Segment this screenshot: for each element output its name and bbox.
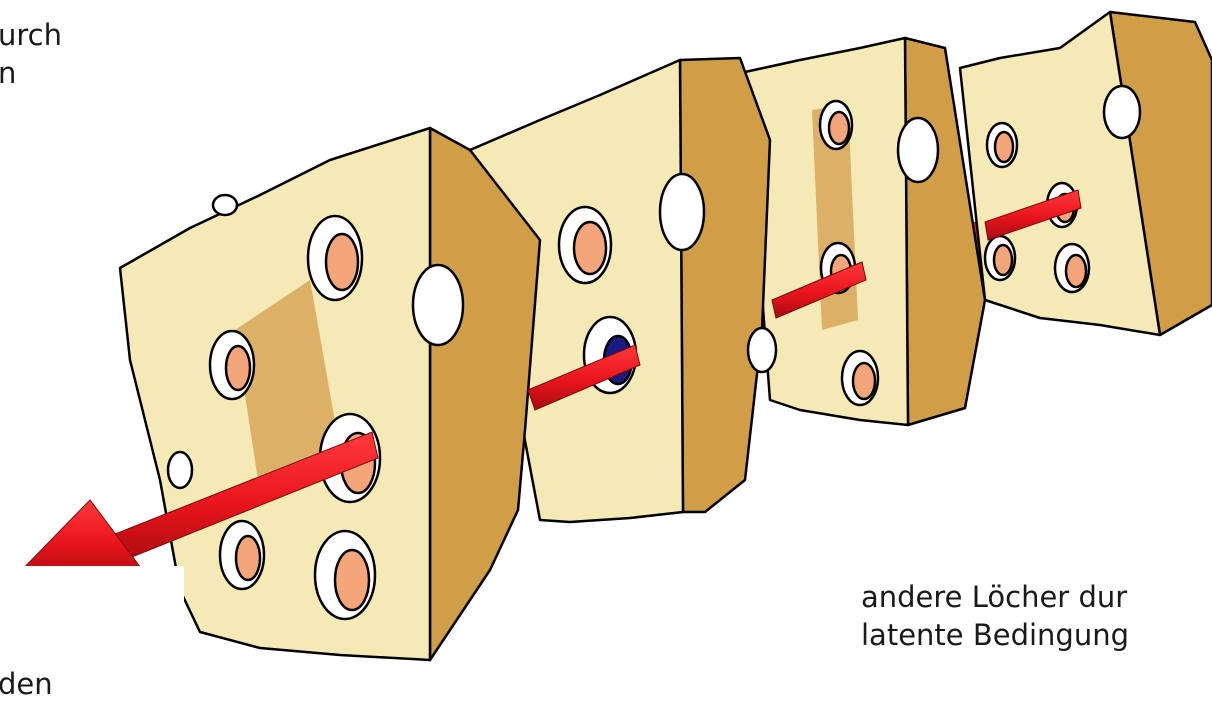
- label-bottom-left: den: [0, 665, 53, 703]
- label-top-left: urch n: [0, 16, 62, 92]
- label-bottom-right: andere Löcher dur latente Bedingung: [861, 578, 1129, 654]
- hole: [220, 521, 264, 589]
- hole: [842, 351, 878, 405]
- label-cover: [0, 566, 184, 646]
- hole: [559, 207, 611, 283]
- label-line: latente Bedingung: [861, 616, 1129, 654]
- hole: [987, 123, 1017, 167]
- hole: [820, 101, 852, 149]
- cheese-slice-3: [745, 38, 985, 425]
- hole: [315, 531, 375, 619]
- label-line: n: [0, 54, 62, 92]
- label-line: andere Löcher dur: [861, 578, 1129, 616]
- cheese-slice-4: [960, 12, 1212, 335]
- hole: [985, 236, 1015, 280]
- hole: [210, 331, 254, 399]
- label-line: urch: [0, 16, 62, 54]
- hole: [308, 216, 362, 300]
- hole: [1055, 244, 1089, 292]
